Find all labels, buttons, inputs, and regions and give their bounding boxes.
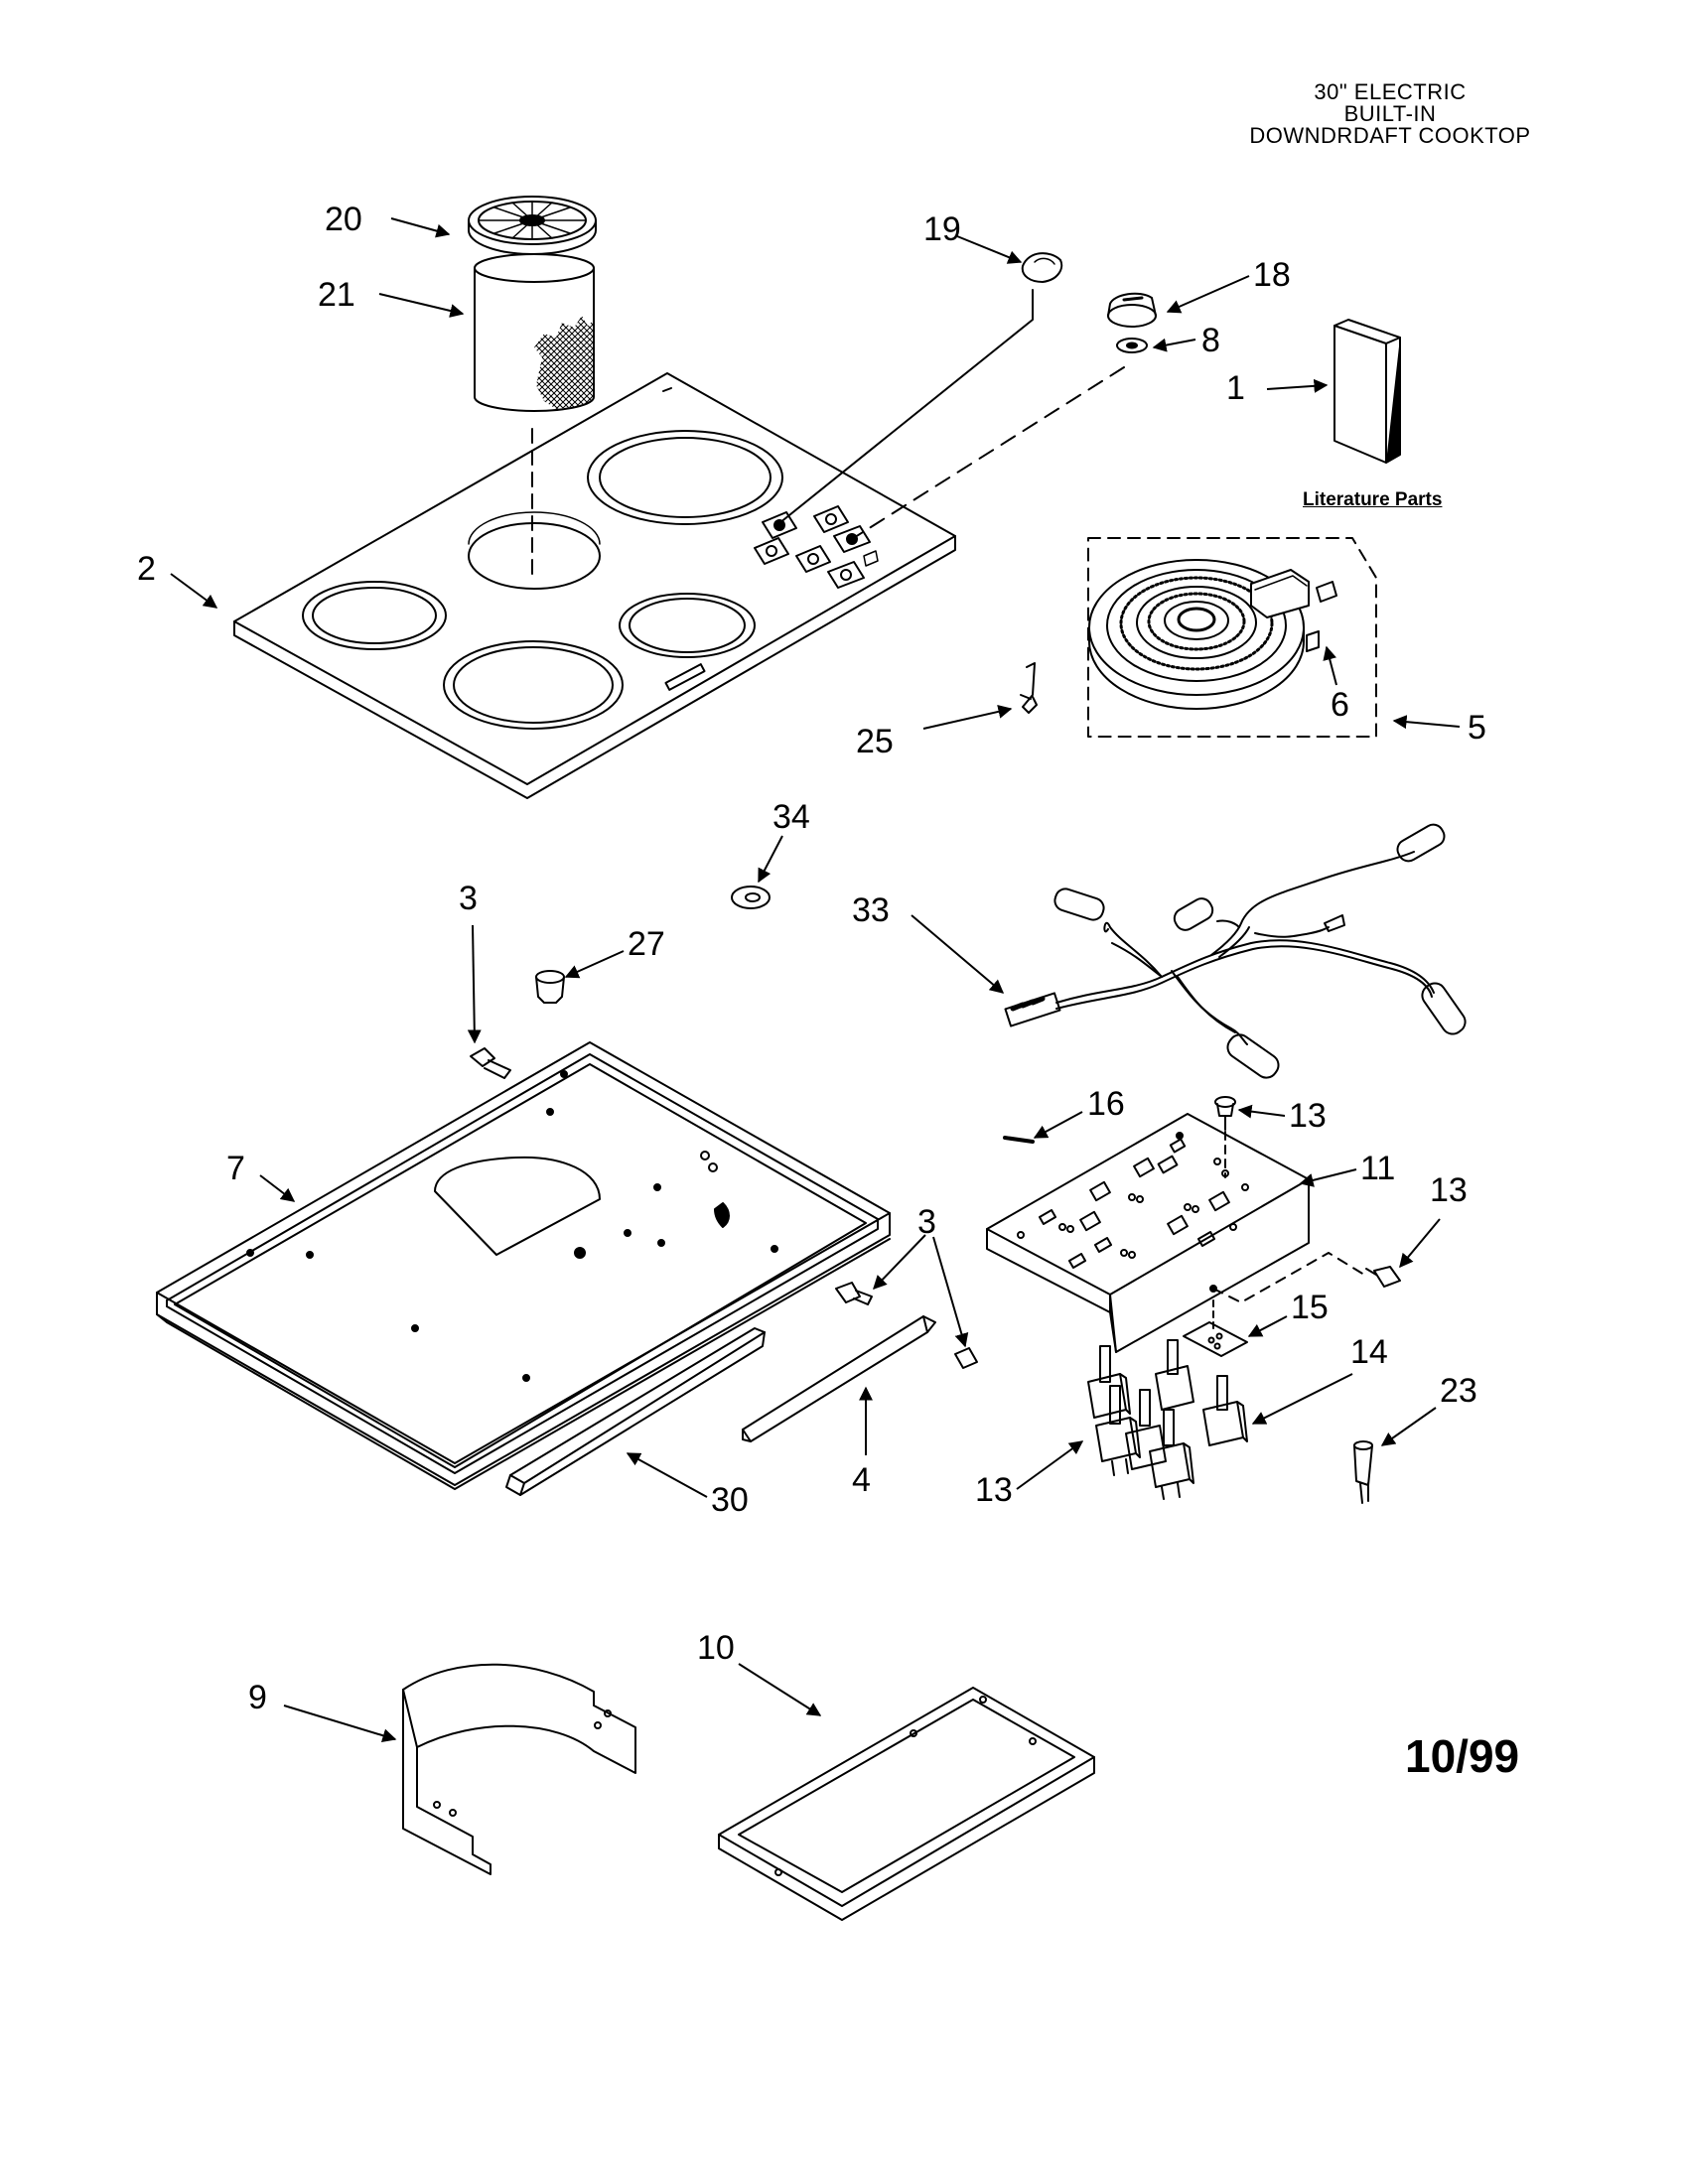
callout-15: 15 bbox=[1291, 1289, 1329, 1326]
callout-6: 6 bbox=[1331, 686, 1349, 724]
callout-20: 20 bbox=[325, 201, 362, 238]
callout-2: 2 bbox=[137, 550, 156, 588]
part-10-tray bbox=[719, 1688, 1094, 1920]
part-13-screw-right bbox=[1366, 1267, 1400, 1287]
callout-9: 9 bbox=[248, 1679, 267, 1716]
part-14-switches bbox=[1088, 1340, 1247, 1499]
callout-13-bottom: 13 bbox=[975, 1471, 1013, 1509]
part-3-screw-top bbox=[471, 1048, 510, 1078]
callout-13-right: 13 bbox=[1430, 1171, 1468, 1209]
part-11-bracket bbox=[987, 1114, 1309, 1352]
part-4-bracket bbox=[743, 1316, 935, 1441]
part-15-plate bbox=[1184, 1322, 1247, 1356]
part-20-filter-grille bbox=[469, 197, 596, 254]
part-30-trim bbox=[506, 1328, 765, 1495]
part-34-grommet bbox=[732, 887, 770, 908]
part-8-washer bbox=[1117, 339, 1147, 352]
title-line-2: BUILT-IN bbox=[1343, 101, 1437, 126]
part-13-screw-top bbox=[1215, 1097, 1235, 1130]
part-25-clip bbox=[1021, 663, 1037, 713]
callout-5: 5 bbox=[1468, 709, 1486, 747]
callout-18: 18 bbox=[1253, 256, 1291, 294]
callout-13-top: 13 bbox=[1289, 1097, 1327, 1135]
callout-3-right: 3 bbox=[917, 1203, 936, 1241]
part-27-plug bbox=[536, 971, 564, 1003]
part-21-filter-canister bbox=[475, 254, 594, 411]
callout-14: 14 bbox=[1350, 1333, 1388, 1371]
callout-10: 10 bbox=[697, 1629, 735, 1667]
part-9-duct bbox=[403, 1665, 635, 1874]
part-16-tie bbox=[1005, 1138, 1033, 1142]
callout-19: 19 bbox=[923, 210, 961, 248]
part-5-element-assembly bbox=[1088, 538, 1376, 737]
literature-parts-label: Literature Parts bbox=[1303, 489, 1443, 510]
part-2-cooktop-top bbox=[234, 373, 955, 798]
callout-11: 11 bbox=[1360, 1150, 1396, 1187]
callout-21: 21 bbox=[318, 276, 355, 314]
callout-33: 33 bbox=[852, 891, 890, 929]
callout-3-top: 3 bbox=[459, 880, 478, 917]
title-line-1: 30" ELECTRIC bbox=[1314, 79, 1467, 104]
part-1-literature bbox=[1334, 320, 1400, 463]
callout-16: 16 bbox=[1087, 1085, 1125, 1123]
part-23-light bbox=[1354, 1441, 1372, 1503]
part-7-base-pan bbox=[157, 1042, 890, 1489]
part-19-knob bbox=[1023, 253, 1061, 282]
callout-25: 25 bbox=[856, 723, 894, 760]
callout-30: 30 bbox=[711, 1481, 749, 1519]
callout-34: 34 bbox=[772, 798, 810, 836]
callout-8: 8 bbox=[1201, 322, 1220, 359]
callout-23: 23 bbox=[1440, 1372, 1477, 1410]
callout-27: 27 bbox=[628, 925, 665, 963]
part-18-knob bbox=[1108, 294, 1156, 327]
date-code: 10/99 bbox=[1405, 1730, 1520, 1782]
callout-7: 7 bbox=[226, 1150, 245, 1187]
part-33-wire-harness bbox=[1005, 821, 1469, 1082]
callout-4: 4 bbox=[852, 1461, 871, 1499]
callout-1: 1 bbox=[1226, 369, 1245, 407]
diagram-title: 30" ELECTRIC BUILT-IN DOWNDRDAFT COOKTOP bbox=[1211, 81, 1569, 147]
part-3-screw-right bbox=[836, 1283, 977, 1368]
title-line-3: DOWNDRDAFT COOKTOP bbox=[1249, 123, 1531, 148]
